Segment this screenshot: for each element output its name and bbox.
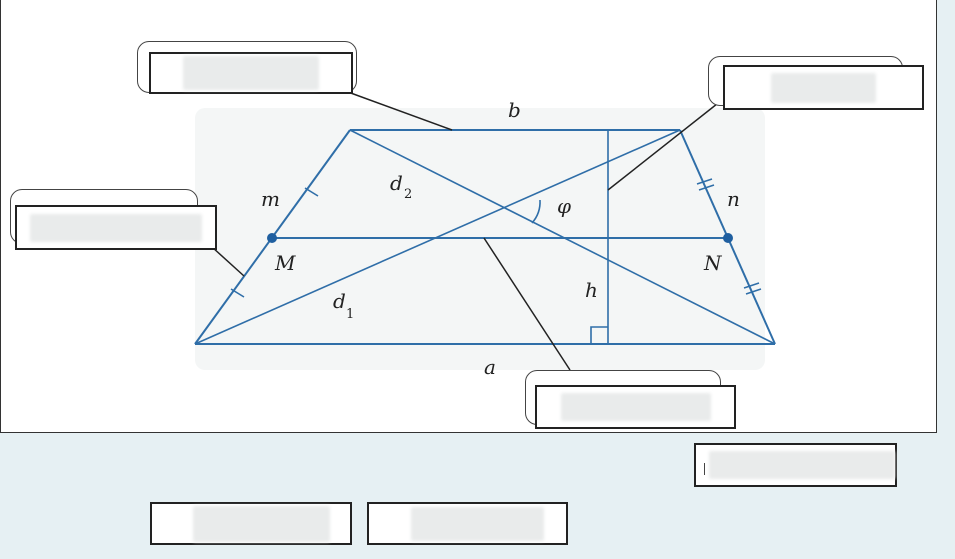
drop-target-height[interactable]: [723, 65, 924, 110]
blurred-label-text: [771, 72, 876, 103]
point-m: [267, 233, 277, 243]
drop-target-midline[interactable]: [535, 385, 736, 429]
tick-mark: [304, 187, 319, 197]
label-d2-subscript: 2: [404, 187, 412, 202]
label-d2: d: [390, 171, 403, 195]
leader-line-lateral: [211, 246, 245, 277]
label-d1: d: [333, 289, 346, 313]
blurred-label-text: [30, 213, 202, 242]
blurred-label-text: [183, 56, 319, 90]
label-m: m: [261, 187, 280, 211]
tick-mark: [743, 282, 760, 289]
label-d1-subscript: 1: [346, 307, 354, 322]
answer-box[interactable]: [694, 443, 897, 487]
action-button-2[interactable]: [367, 502, 568, 545]
label-b: b: [508, 98, 521, 122]
leader-line-height: [607, 99, 723, 191]
label-phi: φ: [557, 194, 571, 218]
leader-line-midline: [483, 237, 571, 371]
tick-mark: [698, 184, 715, 191]
label-point-n: N: [703, 251, 723, 275]
tick-mark: [745, 288, 762, 295]
action-button-1[interactable]: [150, 502, 352, 545]
leader-line-base: [347, 91, 453, 131]
blurred-label-text: [560, 393, 711, 421]
text-cursor: [704, 463, 705, 475]
angle-arc: [531, 199, 541, 224]
point-n: [723, 233, 733, 243]
drop-target-base[interactable]: [149, 52, 353, 94]
right-angle-marker: [590, 326, 608, 344]
label-a: a: [484, 355, 496, 379]
tick-mark: [696, 178, 713, 185]
trapezoid-diagram: b a m n M N d 2 d 1 h φ: [194, 91, 776, 379]
tick-mark: [230, 288, 245, 298]
button-label: [411, 506, 544, 541]
label-point-m: M: [274, 251, 296, 275]
label-h: h: [585, 278, 598, 302]
label-n: n: [727, 187, 740, 211]
drop-target-lateral-side[interactable]: [15, 205, 217, 250]
blurred-answer-text: [708, 451, 895, 479]
button-label: [192, 505, 330, 542]
